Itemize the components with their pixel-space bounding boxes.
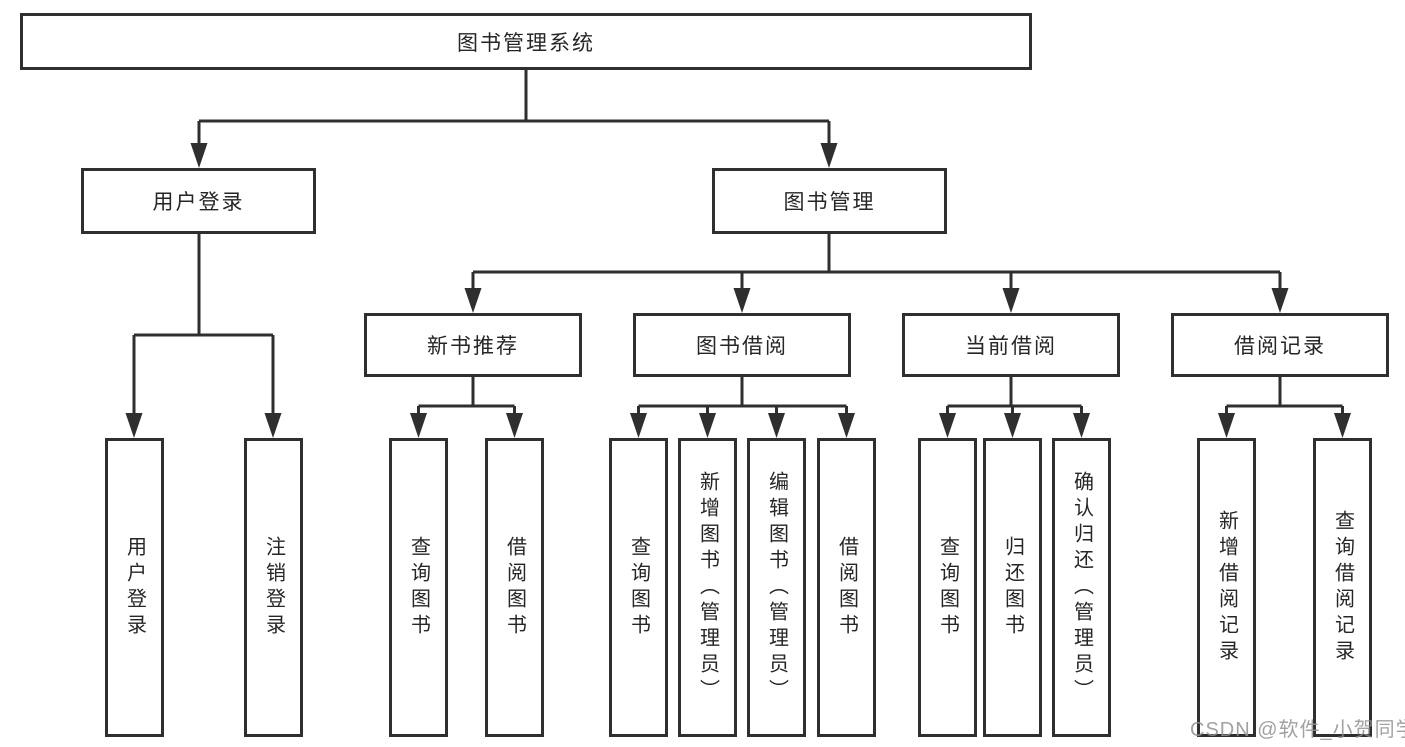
leaf-label: 归还图书: [1001, 535, 1024, 640]
node-book-management: 图书管理: [712, 168, 947, 234]
arrowhead-down-icon: [506, 413, 523, 438]
arrowhead-down-icon: [820, 143, 838, 168]
arrowhead-down-icon: [1073, 413, 1090, 438]
arrowhead-down-icon: [264, 413, 282, 438]
arrowhead-down-icon: [464, 288, 482, 313]
node-new-book-recommendation: 新书推荐: [364, 313, 582, 377]
arrowhead-down-icon: [1271, 288, 1289, 313]
leaf-label: 查询图书: [936, 535, 959, 640]
leaf-edit-books-admin: 编辑图书（管理员）: [747, 438, 806, 737]
leaf-label: 借阅图书: [503, 535, 526, 640]
node-user-login: 用户登录: [81, 168, 316, 234]
leaf-logout: 注销登录: [244, 438, 303, 737]
leaf-label: 新增借阅记录: [1215, 509, 1238, 666]
leaf-label: 查询图书: [627, 535, 650, 640]
arrowhead-down-icon: [699, 413, 716, 438]
leaf-confirm-return-admin: 确认归还（管理员）: [1052, 438, 1111, 737]
arrowhead-down-icon: [410, 413, 427, 438]
node-book-borrowing: 图书借阅: [633, 313, 851, 377]
arrowhead-down-icon: [838, 413, 855, 438]
arrowhead-down-icon: [768, 413, 785, 438]
node-current-borrowing: 当前借阅: [902, 313, 1120, 377]
leaf-borrow-books-recommend: 借阅图书: [485, 438, 544, 737]
node-borrowing-records: 借阅记录: [1171, 313, 1389, 377]
leaf-label: 借阅图书: [835, 535, 858, 640]
leaf-user-login: 用户登录: [105, 438, 164, 737]
leaf-add-borrow-record: 新增借阅记录: [1197, 438, 1256, 737]
leaf-label: 查询借阅记录: [1331, 509, 1354, 666]
leaf-query-borrow-record: 查询借阅记录: [1313, 438, 1372, 737]
leaf-label: 确认归还（管理员）: [1070, 470, 1093, 705]
leaf-label: 编辑图书（管理员）: [765, 470, 788, 705]
leaf-label: 查询图书: [407, 535, 430, 640]
leaf-label: 注销登录: [262, 535, 285, 640]
node-library-management-system: 图书管理系统: [20, 13, 1032, 70]
arrowhead-down-icon: [630, 413, 647, 438]
arrowhead-down-icon: [1004, 413, 1021, 438]
arrowhead-down-icon: [125, 413, 143, 438]
arrowhead-down-icon: [939, 413, 956, 438]
leaf-query-books-borrowing: 查询图书: [609, 438, 668, 737]
leaf-add-books-admin: 新增图书（管理员）: [678, 438, 737, 737]
leaf-borrow-books: 借阅图书: [817, 438, 876, 737]
arrowhead-down-icon: [1334, 413, 1351, 438]
leaf-label: 新增图书（管理员）: [696, 470, 719, 705]
leaf-query-books-recommend: 查询图书: [389, 438, 448, 737]
arrowhead-down-icon: [190, 143, 208, 168]
arrowhead-down-icon: [733, 288, 751, 313]
leaf-query-books-current: 查询图书: [918, 438, 977, 737]
leaf-label: 用户登录: [123, 535, 146, 640]
arrowhead-down-icon: [1218, 413, 1235, 438]
arrowhead-down-icon: [1002, 288, 1020, 313]
leaf-return-books: 归还图书: [983, 438, 1042, 737]
